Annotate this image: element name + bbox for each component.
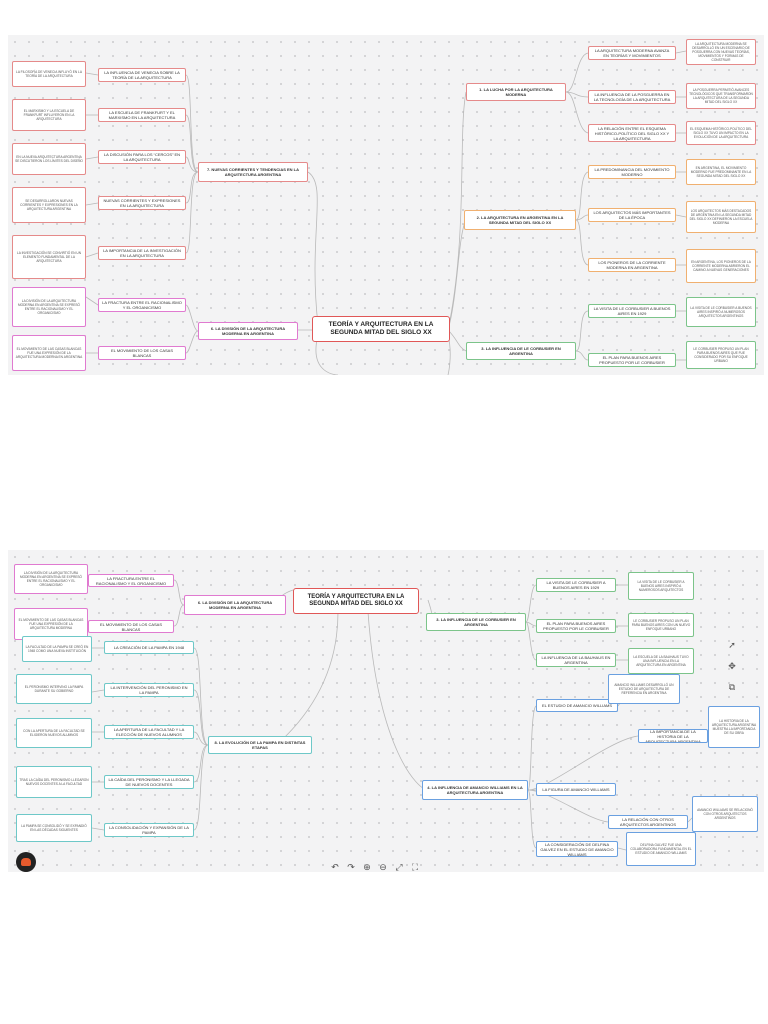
note-1c[interactable]: EL ESQUEMA HISTÓRICO-POLÍTICO DEL SIGLO …	[686, 121, 756, 145]
move-icon[interactable]: ✥	[728, 661, 736, 671]
redo-icon[interactable]: ↷	[347, 862, 355, 872]
note2-3c[interactable]: LA ESCUELA DE LA BAUHAUS TUVO UNA INFLUE…	[628, 648, 694, 674]
sub2-6a[interactable]: LA FRACTURA ENTRE EL RACIONALISMO Y EL O…	[88, 574, 174, 587]
mindmap-panel-top[interactable]: TEORÍA Y ARQUITECTURA EN LA SEGUNDA MITA…	[8, 35, 764, 375]
sub2-4b[interactable]: LA FIGURA DE AMANCIO WILLIAMS	[536, 783, 616, 796]
note2-8a[interactable]: LA FACULTAD DE LA PAMPA SE CREÓ EN 1948 …	[22, 636, 92, 662]
undo-icon[interactable]: ↶	[331, 862, 339, 872]
note-6a[interactable]: LA DIVISIÓN DE LA ARQUITECTURA MODERNA E…	[12, 287, 86, 327]
note2-8c[interactable]: CON LA APERTURA DE LA FACULTAD SE ELIGIE…	[16, 718, 92, 748]
note-7e[interactable]: LA INVESTIGACIÓN SE CONVIRTIÓ EN UN ELEM…	[12, 235, 86, 279]
note-2b[interactable]: LOS ARQUITECTOS MÁS DESTACADOS DE ARGENT…	[686, 201, 756, 233]
note2-4d[interactable]: AMANCIO WILLIAMS SE RELACIONÓ CON OTROS …	[692, 796, 758, 832]
note-3b[interactable]: LE CORBUSIER PROPUSO UN PLAN PARA BUENOS…	[686, 341, 756, 369]
note-7d[interactable]: SE DESARROLLARON NUEVAS CORRIENTES Y EXP…	[12, 187, 86, 223]
note-6b[interactable]: EL MOVIMIENTO DE LAS CASAS BLANCAS FUE U…	[12, 335, 86, 371]
fit-icon[interactable]: ⤢	[395, 862, 403, 872]
mindmap-panel-bottom[interactable]: TEORÍA Y ARQUITECTURA EN LA SEGUNDA MITA…	[8, 550, 764, 872]
sub-1a[interactable]: LA ARQUITECTURA MODERNA AVANZA EN TEORÍA…	[588, 46, 676, 60]
note2-4a[interactable]: AMANCIO WILLIAMS DESARROLLÓ UN ESTUDIO D…	[608, 674, 680, 704]
note2-3b[interactable]: LE CORBUSIER PROPUSO UN PLAN PARA BUENOS…	[628, 613, 694, 637]
sub2-4e[interactable]: LA CONSIDERACIÓN DE DELFINA GALVEZ EN EL…	[536, 841, 618, 857]
sub-6a[interactable]: LA FRACTURA ENTRE EL RACIONALISMO Y EL O…	[98, 298, 186, 312]
sub2-4d[interactable]: LA RELACIÓN CON OTROS ARQUITECTOS ARGENT…	[608, 815, 688, 829]
sub-3a[interactable]: LA VISITA DE LE CORBUSIER A BUENOS AIRES…	[588, 304, 676, 318]
side-toolbar: ➚ ✥ ⧉	[726, 640, 738, 693]
zoom-out-icon[interactable]: ⊖	[379, 862, 387, 872]
copy-icon[interactable]: ⧉	[728, 682, 736, 692]
note2-8e[interactable]: LA PAMPA SE CONSOLIDÓ Y SE EXPANDIÓ EN L…	[16, 814, 92, 842]
sub-2c[interactable]: LOS PIONEROS DE LA CORRIENTE MODERNA EN …	[588, 258, 676, 272]
note-7a[interactable]: LA FILOSOFÍA DE VENECIA INFLUYÓ EN LA TE…	[12, 61, 86, 87]
sub2-8c[interactable]: LA APERTURA DE LA FACULTAD Y LA ELECCIÓN…	[104, 725, 194, 739]
fullscreen-icon[interactable]: ⛶	[411, 862, 419, 872]
note-2c[interactable]: EN ARGENTINA, LOS PIONEROS DE LA CORRIEN…	[686, 249, 756, 283]
sub2-8a[interactable]: LA CREACIÓN DE LA PAMPA EN 1948	[104, 641, 194, 654]
note-3a[interactable]: LA VISITA DE LE CORBUSIER A BUENOS AIRES…	[686, 297, 756, 327]
note-7c[interactable]: EN LA NUEVA ARQUITECTURA ARGENTINA SE DI…	[12, 143, 86, 175]
pointer-icon[interactable]: ➚	[728, 640, 736, 650]
sub-7e[interactable]: LA IMPORTANCIA DE LA INVESTIGACIÓN EN LA…	[98, 246, 186, 260]
sub2-6b[interactable]: EL MOVIMIENTO DE LOS CASAS BLANCAS	[88, 620, 174, 633]
sub-7a[interactable]: LA INFLUENCIA DE VENECIA SOBRE LA TEORÍA…	[98, 68, 186, 82]
note2-3a[interactable]: LA VISITA DE LE CORBUSIER A BUENOS AIRES…	[628, 572, 694, 600]
sub2-3a[interactable]: LA VISITA DE LE CORBUSIER A BUENOS AIRES…	[536, 578, 616, 592]
note2-8d[interactable]: TRAS LA CAÍDA DEL PERONISMO LLEGARON NUE…	[16, 766, 92, 798]
sub2-4c[interactable]: LA IMPORTANCIA DE LA HISTORIA DE LA ARQU…	[638, 729, 708, 743]
sub-7b[interactable]: LA ESCUELA DE FRANKFURT Y EL MARXISMO EN…	[98, 108, 186, 122]
avatar[interactable]	[16, 852, 36, 872]
sub-7d[interactable]: NUEVAS CORRIENTES Y EXPRESIONES EN LA AR…	[98, 196, 186, 210]
branch-6b[interactable]: 6. LA DIVISIÓN DE LA ARQUITECTURA MODERN…	[184, 595, 286, 615]
sub2-3b[interactable]: EL PLAN PARA BUENOS AIRES PROPUESTO POR …	[536, 619, 616, 633]
note2-8b[interactable]: EL PERONISMO INTERVINO LA PAMPA DURANTE …	[16, 674, 92, 704]
sub-2b[interactable]: LOS ARQUITECTOS MÁS IMPORTANTES DE LA ÉP…	[588, 208, 676, 222]
note-7b[interactable]: EL MARXISMO Y LA ESCUELA DE FRANKFURT IN…	[12, 99, 86, 131]
sub2-8d[interactable]: LA CAÍDA DEL PERONISMO Y LA LLEGADA DE N…	[104, 775, 194, 789]
sub-6b[interactable]: EL MOVIMIENTO DE LOS CASAS BLANCAS	[98, 346, 186, 360]
note2-6a[interactable]: LA DIVISIÓN DE LA ARQUITECTURA MODERNA E…	[14, 564, 88, 594]
sub2-8e[interactable]: LA CONSOLIDACIÓN Y EXPANSIÓN DE LA PAMPA	[104, 823, 194, 837]
note2-4c[interactable]: LA HISTORIA DE LA ARQUITECTURA ARGENTINA…	[708, 706, 760, 748]
sub2-3c[interactable]: LA INFLUENCIA DE LA BAUHAUS EN ARGENTINA	[536, 653, 616, 667]
sub-2a[interactable]: LA PREDOMINANCIA DEL MOVIMIENTO MODERNO	[588, 165, 676, 179]
note-1a[interactable]: LA ARQUITECTURA MODERNA SE DESARROLLÓ EN…	[686, 39, 756, 65]
zoom-toolbar: ↶ ↷ ⊕ ⊖ ⤢ ⛶	[330, 860, 420, 874]
note-1b[interactable]: LA POSGUERRA PERMITIÓ AVANCES TECNOLÓGIC…	[686, 83, 756, 109]
sub-7c[interactable]: LA DISCUSIÓN PARA LOS “CERCOS” EN LA ARQ…	[98, 150, 186, 164]
root-node-2[interactable]: TEORÍA Y ARQUITECTURA EN LA SEGUNDA MITA…	[293, 588, 419, 614]
branch-1[interactable]: 1. LA LUCHA POR LA ARQUITECTURA MODERNA	[466, 83, 566, 101]
root-node[interactable]: TEORÍA Y ARQUITECTURA EN LA SEGUNDA MITA…	[312, 316, 450, 342]
note2-6b[interactable]: EL MOVIMIENTO DE LAS CASAS BLANCAS FUE U…	[14, 608, 88, 640]
sub-1c[interactable]: LA RELACIÓN ENTRE EL ESQUEMA HISTÓRICO-P…	[588, 124, 676, 142]
branch-2[interactable]: 2. LA ARQUITECTURA EN ARGENTINA EN LA SE…	[464, 210, 576, 230]
sub-3b[interactable]: EL PLAN PARA BUENOS AIRES PROPUESTO POR …	[588, 353, 676, 367]
sub2-8b[interactable]: LA INTERVENCIÓN DEL PERONISMO EN LA PAMP…	[104, 683, 194, 697]
note2-4e[interactable]: DELFINA GALVEZ FUE UNA COLABORADORA FUND…	[626, 832, 696, 866]
branch-3b[interactable]: 3. LA INFLUENCIA DE LE CORBUSIER EN ARGE…	[426, 613, 526, 631]
sub2-4a[interactable]: EL ESTUDIO DE AMANCIO WILLIAMS	[536, 699, 618, 712]
branch-6[interactable]: 6. LA DIVISIÓN DE LA ARQUITECTURA MODERN…	[198, 322, 298, 340]
sub-1b[interactable]: LA INFLUENCIA DE LA POSGUERRA EN LA TECN…	[588, 90, 676, 104]
branch-7[interactable]: 7. NUEVAS CORRIENTES Y TENDENCIAS EN LA …	[198, 162, 308, 182]
avatar-icon	[21, 858, 31, 866]
branch-4[interactable]: 4. LA INFLUENCIA DE AMANCIO WILLIAMS EN …	[422, 780, 528, 800]
branch-8[interactable]: 8. LA EVOLUCIÓN DE LA PAMPA EN DISTINTAS…	[208, 736, 312, 754]
zoom-in-icon[interactable]: ⊕	[363, 862, 371, 872]
note-2a[interactable]: EN ARGENTINA, EL MOVIMIENTO MODERNO FUE …	[686, 159, 756, 185]
branch-3[interactable]: 3. LA INFLUENCIA DE LE CORBUSIER EN ARGE…	[466, 342, 576, 360]
